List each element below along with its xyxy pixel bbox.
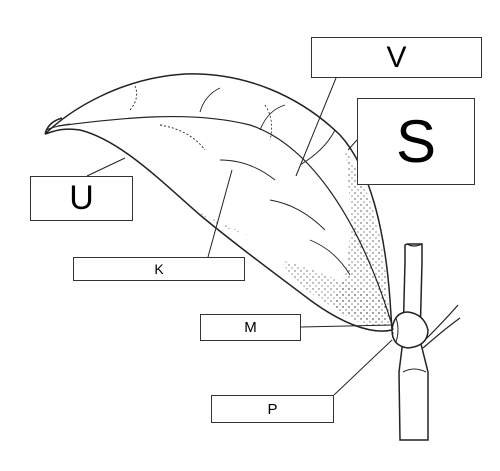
label-m: M [200,314,301,341]
leader-m [300,324,394,328]
label-p: P [211,395,334,423]
label-u: U [30,176,133,221]
label-v: V [311,37,482,78]
leader-k [207,169,233,258]
label-s: S [357,98,475,185]
label-k: K [73,257,245,281]
side-branch [422,304,461,349]
leaf-blade [44,73,393,332]
leader-v [295,77,337,177]
leader-lines [86,77,394,396]
leader-s [347,139,358,151]
axillary-bud [391,311,429,349]
leader-u [86,157,126,177]
leader-p [333,339,393,396]
